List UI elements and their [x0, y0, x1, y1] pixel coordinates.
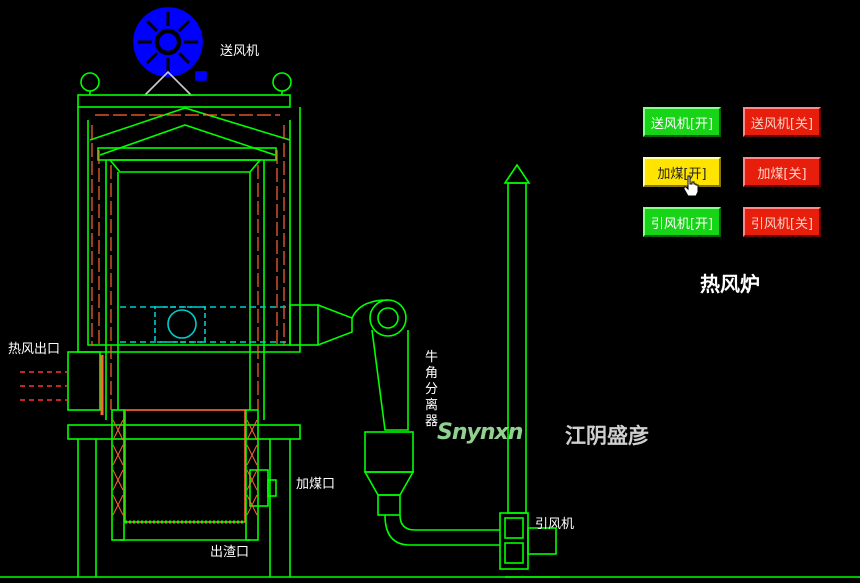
slag-outlet-label: 出渣口 [210, 545, 250, 560]
coal-inlet-label: 加煤口 [296, 477, 336, 492]
page-title: 热风炉 [700, 272, 760, 296]
coal-feed-on-button[interactable]: 加煤[开] [643, 157, 721, 187]
supply-fan-off-button[interactable]: 送风机[关] [743, 107, 821, 137]
cyclone-label: 牛角分离器 [425, 350, 439, 429]
coal-feed-off-button[interactable]: 加煤[关] [743, 157, 821, 187]
induced-fan-off-button[interactable]: 引风机[关] [743, 207, 821, 237]
hand-cursor-icon [683, 175, 699, 197]
supply-fan-label: 送风机 [220, 44, 260, 59]
supply-fan-on-button[interactable]: 送风机[开] [643, 107, 721, 137]
watermark-latin: Snynxn [437, 420, 523, 445]
induced-fan-on-button[interactable]: 引风机[开] [643, 207, 721, 237]
watermark-cn: 江阴盛彦 [565, 424, 649, 448]
induced-fan-label: 引风机 [535, 517, 575, 532]
supply-fan-icon [133, 7, 207, 96]
cyclone-separator [351, 299, 500, 546]
hot-air-outlet-label: 热风出口 [8, 342, 61, 357]
chimney [503, 163, 531, 514]
induced-fan-icon [499, 512, 560, 578]
